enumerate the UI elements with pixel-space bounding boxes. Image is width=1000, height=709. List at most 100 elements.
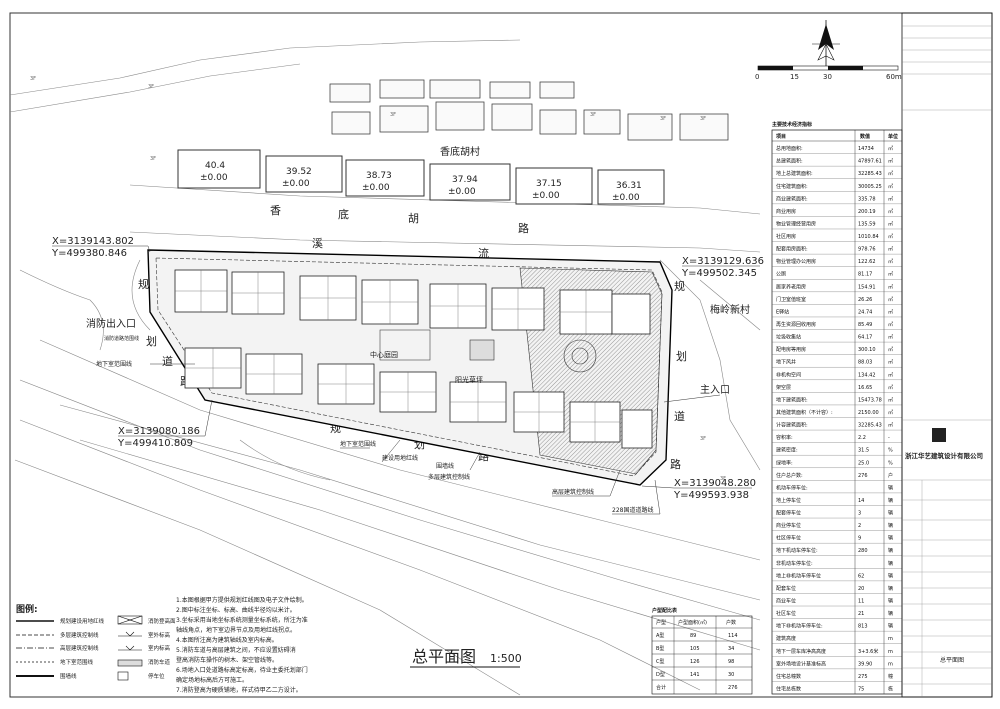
econ-value: 14 <box>858 498 864 504</box>
econ-label: 商业用房 <box>776 208 796 215</box>
econ-label: 建筑高度 <box>776 635 796 642</box>
coord-x-3: X=3139048.280 <box>674 478 756 489</box>
econ-value: 15473.78 <box>858 397 882 403</box>
econ-label: 其他建筑面积（不计容）: <box>776 409 833 416</box>
econ-label: 架空层 <box>776 384 791 391</box>
econ-value: 978.76 <box>858 247 876 253</box>
street-name-top: 香底胡村 <box>440 145 480 158</box>
econ-unit: ㎡ <box>888 396 893 403</box>
econ-value: 2.2 <box>858 435 866 441</box>
econ-value: 26.26 <box>858 297 872 303</box>
unit-cell: 126 <box>690 659 700 665</box>
econ-value: 39.90 <box>858 661 872 667</box>
elevation-buildings <box>177 149 665 205</box>
unit-cell: 89 <box>690 633 696 639</box>
unit-cell: B型 <box>656 645 664 652</box>
econ-unit: % <box>888 460 893 466</box>
econ-value: 335.78 <box>858 196 876 202</box>
stream-char: 流 <box>478 246 489 260</box>
unit-cell: C型 <box>656 658 665 665</box>
econ-unit: 辆 <box>888 535 893 542</box>
coord-x-1: X=3139129.636 <box>682 256 764 267</box>
econ-unit: ㎡ <box>888 283 893 290</box>
econ-unit: ㎡ <box>888 158 893 165</box>
econ-unit: ㎡ <box>888 296 893 303</box>
econ-value: 75 <box>858 686 864 692</box>
legend-item: 消防车道 <box>148 658 171 666</box>
econ-value: 14734 <box>858 146 874 152</box>
scale-tick: 30 <box>823 73 832 81</box>
note-line: 1.本图根据甲方提供规划红线图及电子文件绘制。 <box>176 596 308 604</box>
econ-label: 社区车位 <box>776 610 796 617</box>
econ-label: 建筑密度: <box>776 447 798 454</box>
legend-item: 消防登高面 <box>148 617 176 625</box>
econ-label: 绿地率: <box>776 459 793 466</box>
company-logo-icon <box>932 428 946 442</box>
coord-y-3: Y=499593.938 <box>673 490 749 501</box>
round-plaza <box>563 339 597 373</box>
econ-label: 社区用房 <box>776 233 796 240</box>
coord-x-0: X=3139143.802 <box>52 236 134 247</box>
econ-label: 再生资源回收用房 <box>776 321 816 328</box>
econ-value: 122.62 <box>858 259 876 265</box>
econ-unit: 辆 <box>888 598 893 605</box>
econ-unit: 辆 <box>888 585 893 592</box>
unit-cell: D型 <box>656 671 665 678</box>
econ-value: 813 <box>858 624 868 630</box>
econ-unit: ㎡ <box>888 145 893 152</box>
econ-unit: ㎡ <box>888 371 893 378</box>
econ-label: 住宅总幢数 <box>776 673 801 680</box>
econ-unit: 辆 <box>888 484 893 491</box>
econ-value: 11 <box>858 599 864 605</box>
econ-value: 64.17 <box>858 335 872 341</box>
note-line: 3.坐标采用当地坐标系统测量坐标系统，所注为准 <box>176 616 308 624</box>
econ-unit: 栋 <box>888 685 893 692</box>
note-line: 登高消防车操作的树木、架空管线等。 <box>176 656 278 664</box>
econ-label: 室外场地设计基准标高 <box>776 660 826 667</box>
econ-value: 20 <box>858 586 864 592</box>
econ-value: 3 <box>858 511 861 517</box>
econ-value: 1010.84 <box>858 234 879 240</box>
econ-label: 总建筑面积: <box>776 158 803 165</box>
econ-label: 住户总户数: <box>776 472 803 479</box>
econ-label: 地下非机动车停车位: <box>776 623 823 630</box>
note-line: 6.场地入口处道路标高定标高，待业主委托划部门 <box>176 666 308 674</box>
legend-title: 图例: <box>16 603 38 615</box>
econ-value: 24.74 <box>858 309 872 315</box>
econ-value: 3+3.6米 <box>858 648 878 655</box>
econ-unit: 辆 <box>888 510 893 517</box>
site-labels: 消防出入口 地下室范围线 主入口 中心庭园 阳光草坪 梅岭新村 地下室范围线 建… <box>86 303 750 514</box>
econ-label: 商业停车位 <box>776 522 801 529</box>
titleblock-drawing-name: 总平面图 <box>940 656 964 664</box>
unit-cell: 141 <box>690 672 700 678</box>
multi-ctrl-label: 多层建筑控制线 <box>428 473 470 481</box>
high-ctrl-label: 高层建筑控制线 <box>552 488 594 496</box>
coordinate-leaders <box>52 245 760 489</box>
econ-unit: ㎡ <box>888 359 893 366</box>
elev-h-0: 40.4 <box>205 161 225 171</box>
legend-item: 高层建筑控制线 <box>60 644 99 652</box>
road-top-label: 香 底 胡 路 <box>270 204 529 235</box>
econ-value: 88.03 <box>858 360 872 366</box>
econ-label: 地上总建筑面积: <box>776 170 813 177</box>
econ-unit: ㎡ <box>888 258 893 265</box>
unit-cell: 114 <box>728 633 738 639</box>
floor-tag: 3F <box>390 112 396 118</box>
econ-label: 配套车位 <box>776 585 796 592</box>
basement-label: 地下室范围线 <box>96 360 132 368</box>
econ-header: 单位 <box>888 133 898 140</box>
econ-value: 85.49 <box>858 322 872 328</box>
road-char: 规 <box>138 277 149 291</box>
econ-unit: ㎡ <box>888 346 893 353</box>
legend: 图例: 规划建设用地红线 多层建筑控制线 高层建筑控制线 地下室范围线 围墙线 … <box>16 603 176 681</box>
fire-lane-label: 消防道路范围线 <box>104 335 139 342</box>
elev-z-4: ±0.00 <box>532 191 560 201</box>
econ-unit: ㎡ <box>888 220 893 227</box>
floor-tag: 3F <box>148 84 154 90</box>
econ-value: 32285.43 <box>858 423 882 429</box>
drawing-scale: 1:500 <box>490 652 522 665</box>
legend-item: 室外标高 <box>148 631 171 639</box>
